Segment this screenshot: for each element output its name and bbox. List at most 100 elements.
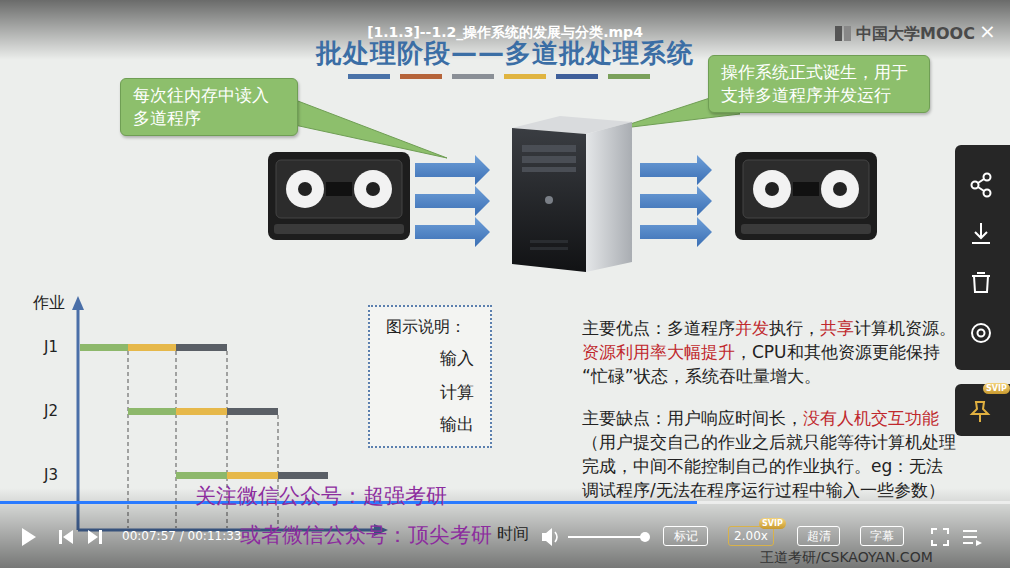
flow-arrows bbox=[640, 186, 712, 216]
side-panel bbox=[972, 242, 990, 244]
side-panel bbox=[955, 384, 1010, 436]
gantt-chart bbox=[176, 344, 227, 351]
side-panel bbox=[955, 145, 1010, 370]
tape-reel bbox=[268, 152, 410, 240]
side-panel bbox=[978, 179, 984, 183]
flow-arrows bbox=[640, 217, 712, 247]
player-controls bbox=[59, 530, 62, 544]
video-filename: [1.1.3]--1.2_操作系统的发展与分类.mp4 bbox=[367, 24, 643, 41]
tape-reel bbox=[366, 182, 380, 196]
mooc-logo-icon bbox=[835, 26, 842, 41]
flow-arrows bbox=[415, 217, 490, 247]
tape-reel bbox=[833, 182, 847, 196]
job-label: J3 bbox=[44, 466, 58, 484]
legend-text: 输入 bbox=[440, 347, 474, 370]
axis-label: 作业 bbox=[33, 293, 65, 312]
title-color-bars bbox=[452, 74, 494, 79]
player-controls bbox=[932, 529, 948, 545]
tape-reel bbox=[326, 182, 352, 196]
player-button: 标记 bbox=[663, 526, 708, 546]
node-text: 标记 bbox=[668, 529, 703, 543]
player-controls bbox=[976, 540, 982, 546]
computer-tower bbox=[522, 167, 576, 172]
tape-reel bbox=[821, 170, 859, 208]
disadvantages-paragraph: 主要缺点：用户响应时间长，没有人机交互功能（用户提交自己的作业之后就只能等待计算… bbox=[582, 406, 957, 502]
gantt-chart bbox=[227, 472, 278, 479]
disadvantage-highlight: 没有人机交互功能 bbox=[803, 408, 939, 428]
tape-reel bbox=[354, 170, 392, 208]
watermark: 或者微信公众号：顶尖考研 bbox=[240, 523, 492, 548]
site-logo-text: 中国大学MOOC bbox=[856, 24, 975, 43]
gantt-chart bbox=[176, 408, 227, 415]
node-text: 字幕 bbox=[865, 529, 899, 543]
flow-arrows bbox=[415, 155, 490, 185]
computer-tower bbox=[512, 128, 586, 272]
tape-reel bbox=[765, 182, 779, 196]
side-panel bbox=[955, 145, 1010, 436]
tape-reel bbox=[276, 160, 402, 218]
player-controls bbox=[963, 530, 977, 532]
player-controls bbox=[640, 532, 650, 542]
mooc-logo-icon bbox=[844, 26, 851, 41]
node-text: 超清 bbox=[802, 529, 835, 543]
gantt-chart bbox=[176, 472, 227, 479]
tape-reel bbox=[743, 160, 869, 218]
player-controls bbox=[99, 530, 102, 544]
callout-pointer bbox=[290, 98, 447, 158]
gantt-chart bbox=[227, 408, 278, 415]
title-color-bars bbox=[504, 74, 546, 79]
title-color-bars bbox=[556, 74, 598, 79]
side-panel bbox=[980, 223, 982, 238]
tape-reel bbox=[298, 182, 312, 196]
computer-tower bbox=[512, 116, 632, 272]
tape-reel bbox=[741, 224, 871, 234]
side-panel bbox=[979, 414, 981, 422]
player-controls bbox=[963, 536, 977, 538]
player-controls bbox=[88, 530, 98, 544]
job-label: J2 bbox=[44, 402, 58, 420]
side-panel bbox=[984, 190, 991, 197]
flow-arrows bbox=[415, 155, 712, 247]
computer-tower bbox=[522, 156, 576, 163]
flow-arrows bbox=[415, 186, 490, 216]
job-label: J1 bbox=[44, 338, 58, 356]
gantt-chart bbox=[72, 296, 84, 310]
tape-reel bbox=[286, 170, 324, 208]
gantt-chart bbox=[80, 344, 128, 351]
tape-reel bbox=[735, 152, 877, 240]
advantage-text: 计算机资源。 bbox=[854, 318, 956, 338]
node-text: 2.00x bbox=[733, 529, 769, 543]
flow-arrows bbox=[640, 155, 712, 185]
side-panel bbox=[977, 272, 985, 274]
slide-title: 批处理阶段——多道批处理系统 bbox=[316, 38, 694, 69]
node-text: 每次往内存中读入多道程序 bbox=[133, 84, 285, 130]
disadvantage-text: （用户提交自己的作业之后就只能等待计算机处理完成，中间不能控制自己的作业执行。e… bbox=[582, 432, 956, 500]
speed-button: 2.00x bbox=[728, 526, 774, 546]
progress-bar bbox=[0, 501, 1010, 504]
computer-tower bbox=[586, 122, 632, 272]
side-panel bbox=[972, 324, 990, 342]
callout-box: 操作系统正式诞生，用于支持多道程序并发运行 bbox=[708, 55, 930, 113]
advantages-paragraph: 主要优点：多道程序并发执行，共享计算机资源。资源利用率大幅提升，CPU和其他资源… bbox=[582, 316, 957, 388]
player-controls bbox=[555, 532, 557, 542]
side-panel bbox=[972, 402, 988, 414]
tape-reel bbox=[274, 224, 404, 234]
callout-box: 每次往内存中读入多道程序 bbox=[120, 78, 298, 136]
computer-tower bbox=[522, 145, 576, 152]
side-panel bbox=[978, 187, 984, 191]
gantt-chart bbox=[278, 472, 328, 479]
title-color-bars bbox=[400, 74, 442, 79]
close-icon: × bbox=[979, 19, 996, 43]
title-color-bars bbox=[608, 74, 650, 79]
gantt-chart bbox=[128, 408, 176, 415]
title-color-bars bbox=[348, 74, 390, 79]
tape-reel bbox=[793, 182, 819, 196]
player-controls bbox=[568, 536, 643, 538]
bottom-shade bbox=[0, 488, 1010, 568]
player-controls bbox=[542, 528, 552, 546]
watermark: 关注微信公众号：超强考研 bbox=[195, 484, 447, 509]
tape-reel bbox=[753, 170, 791, 208]
svip-badge: SVIP bbox=[759, 518, 786, 529]
progress-bar bbox=[0, 501, 1010, 504]
